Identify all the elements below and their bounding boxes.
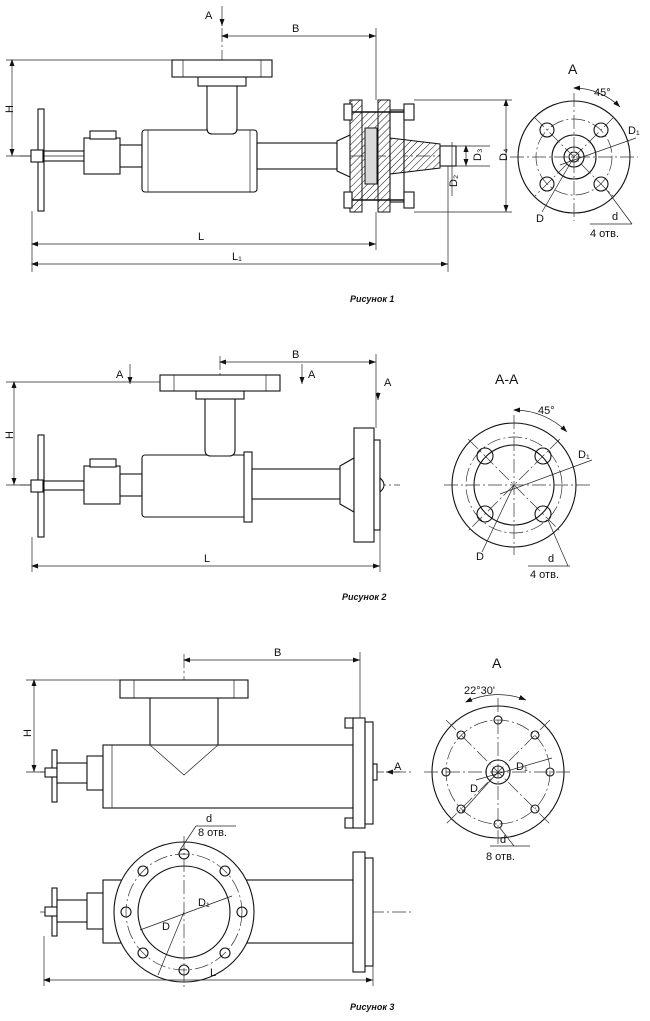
fig3-view-a-title: A <box>492 655 502 671</box>
fig3-plan-hole-count: 8 отв. <box>198 827 227 839</box>
fig1-dim-d2: D₂ <box>448 175 460 187</box>
valve-body <box>102 744 354 809</box>
fig3-angle: 22°30' <box>464 685 495 697</box>
fig3-plan-dim-d1: D₁ <box>198 897 210 909</box>
fig2-dim-d1: D₁ <box>578 449 590 461</box>
fig3-caption: Рисунок 3 <box>350 1002 394 1012</box>
fig1-view-a-marker: A <box>205 10 213 22</box>
valve-body <box>141 454 247 518</box>
actuator-box <box>56 762 88 784</box>
fig1-angle: 45° <box>594 87 611 99</box>
fig2-caption: Рисунок 2 <box>342 592 386 602</box>
fig2-side-view: A A A B H L <box>4 349 400 572</box>
fig1-dim-d: D <box>536 213 544 225</box>
fig1-side-view: A B H L L₁ D₃ D₂ <box>4 6 512 272</box>
figure-3: A B H <box>22 647 572 1012</box>
top-flange <box>171 59 273 78</box>
fig1-dim-l: L <box>198 231 204 243</box>
fig1-hole-count: 4 отв. <box>590 228 619 240</box>
actuator-box <box>83 465 121 505</box>
fig2-section-marker-mid: A <box>308 369 316 381</box>
top-flange <box>119 679 249 699</box>
fig3-dim-b: B <box>274 647 281 659</box>
fig2-dim-h: H <box>4 431 16 439</box>
valve-body <box>141 129 258 193</box>
top-flange <box>159 374 281 392</box>
fig2-angle: 45° <box>538 405 555 417</box>
fig1-view-a-title: A <box>568 61 578 77</box>
fig3-plan-dim-hole-d: d <box>206 813 212 825</box>
fig3-side-view: A B H <box>22 647 412 829</box>
fig2-dim-l: L <box>204 553 210 565</box>
fig3-dim-d1: D₁ <box>516 761 528 773</box>
fig1-dim-h: H <box>4 105 16 113</box>
fig3-dim-h: H <box>22 729 34 737</box>
outlet-flange <box>352 717 366 829</box>
fig3-plan-dim-d: D <box>162 921 170 933</box>
fig1-dim-d4: D₄ <box>498 148 510 161</box>
fig3-plan-view: D₁ D d 8 отв. L <box>40 813 412 988</box>
fig2-section-marker-left: A <box>116 369 124 381</box>
fig2-section-view: A-A 45° D₁ D d 4 отв. <box>444 371 593 581</box>
fig2-dim-hole-d: d <box>548 553 554 565</box>
fig1-dim-b: B <box>292 23 299 35</box>
fig3-flange-view: A 22°30' D₁ D d 8 отв. <box>424 655 572 863</box>
fig3-dim-l: L <box>210 967 216 979</box>
fig1-caption: Рисунок 1 <box>350 294 394 304</box>
fig1-dim-d3: D₃ <box>472 149 484 161</box>
fig2-section-title: A-A <box>495 371 519 387</box>
fig2-section-marker-right: A <box>384 377 392 389</box>
fig2-dim-d: D <box>476 551 484 563</box>
fig3-dim-d: D <box>470 783 478 795</box>
fig2-hole-count: 4 отв. <box>530 569 559 581</box>
fig3-view-a-marker: A <box>394 761 402 773</box>
fig2-dim-b: B <box>292 349 299 361</box>
fig1-dim-l1: L₁ <box>232 251 242 263</box>
actuator-box <box>83 137 121 175</box>
figure-1: A B H L L₁ D₃ D₂ <box>4 6 640 304</box>
fig1-flange-view: A 45° D₁ D d 4 отв. <box>510 61 640 240</box>
fig1-dim-hole-d: d <box>612 211 618 223</box>
fig1-dim-d1: D₁ <box>628 125 640 137</box>
fig3-hole-count: 8 отв. <box>486 851 515 863</box>
fig3-dim-hole-d: d <box>500 834 506 846</box>
figure-2: A A A B H L A-A <box>4 349 593 602</box>
outlet-flange <box>353 427 375 543</box>
